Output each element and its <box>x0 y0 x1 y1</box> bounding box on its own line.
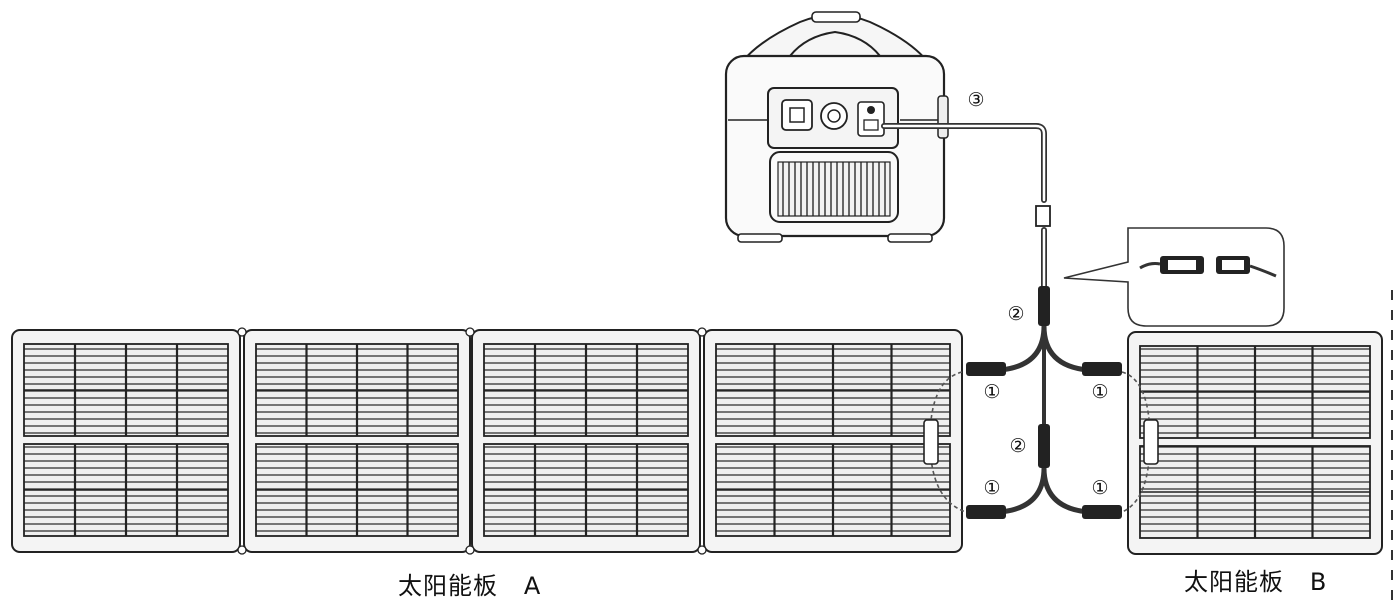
callout-2-upper: ② <box>1007 303 1024 325</box>
cell-block <box>23 443 229 537</box>
panel-a-module-1 <box>11 329 241 553</box>
y-connector-lower <box>1038 424 1050 468</box>
panel-a-caption: 太阳能板 A <box>398 572 542 600</box>
cell-block <box>1139 445 1371 539</box>
cell-block <box>715 343 951 437</box>
panel-b-module-1 <box>1127 331 1383 555</box>
callout-3: ③ <box>967 89 984 111</box>
cell-block <box>255 343 459 437</box>
branch-cables <box>966 286 1122 519</box>
cell-block <box>255 443 459 537</box>
ac-outlet-icon <box>781 99 813 131</box>
panel-a-module-4 <box>703 329 963 553</box>
hinge-mark <box>237 545 247 555</box>
power-station <box>724 11 949 243</box>
cell-block <box>1139 345 1371 439</box>
hinge-mark <box>465 545 475 555</box>
callout-1-lower-right: ① <box>1091 477 1108 499</box>
panel-a-module-3 <box>471 329 701 553</box>
callout-1-upper-right: ① <box>1091 381 1108 403</box>
hinge-mark <box>697 327 707 337</box>
callout-2-lower: ② <box>1009 435 1026 457</box>
y-connector-upper <box>1038 286 1050 326</box>
extension-cable <box>881 123 1051 289</box>
cell-block <box>483 443 689 537</box>
solar-panel-b <box>1127 331 1383 555</box>
solar-panel-a <box>11 327 963 555</box>
panel-b-caption: 太阳能板 B <box>1184 568 1328 596</box>
callout-1-upper-left: ① <box>983 381 1000 403</box>
cell-block <box>715 443 951 537</box>
hinge-mark <box>697 545 707 555</box>
hinge-mark <box>237 327 247 337</box>
connector-zoom-bubble <box>1063 227 1285 327</box>
callout-1-lower-left: ① <box>983 477 1000 499</box>
hinge-mark <box>465 327 475 337</box>
panel-a-module-2 <box>243 329 471 553</box>
cell-block <box>23 343 229 437</box>
cell-block <box>483 343 689 437</box>
